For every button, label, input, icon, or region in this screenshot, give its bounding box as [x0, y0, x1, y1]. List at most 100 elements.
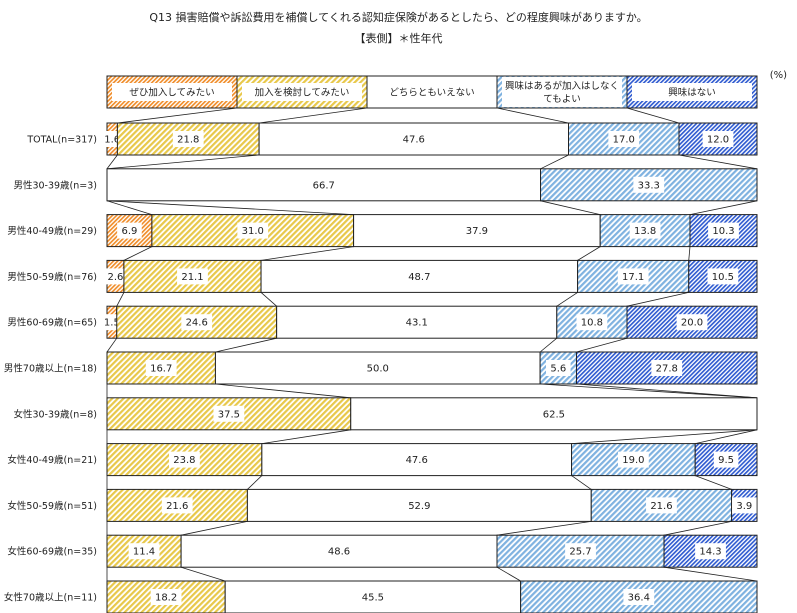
data-label: 31.0: [242, 226, 264, 237]
data-label-bg: [172, 131, 204, 147]
connector-line: [116, 292, 125, 307]
data-label: 17.1: [622, 272, 644, 283]
data-label-bg: [695, 543, 726, 560]
connector-line: [496, 107, 569, 124]
row-label: 男性60-69歳(n=65): [7, 317, 97, 329]
data-label-bg: [633, 176, 665, 193]
legend-label: ぜひ加入してみたい: [129, 88, 214, 99]
data-label-bg: [576, 314, 608, 331]
connector-line: [689, 200, 758, 215]
data-label: 48.7: [408, 272, 430, 283]
bar-segment: [180, 534, 498, 568]
data-label: 66.7: [313, 180, 335, 191]
connector-line: [688, 246, 691, 261]
data-label-bg: [103, 268, 128, 285]
connector-line: [626, 292, 689, 307]
data-label: 13.8: [634, 226, 656, 237]
data-label: 10.5: [712, 272, 734, 283]
data-label: 52.9: [408, 501, 430, 512]
legend-label-bg: [632, 83, 752, 101]
connector-line: [260, 246, 354, 261]
bar-segment: [353, 214, 601, 248]
data-label: 6.9: [121, 226, 137, 237]
row-label: 男性50-59歳(n=76): [7, 271, 97, 283]
connector-line: [247, 475, 263, 490]
data-label-bg: [702, 131, 734, 147]
data-label: 1.5: [104, 318, 120, 329]
data-label-bg: [707, 268, 739, 285]
row-label: 男性40-49歳(n=29): [7, 225, 97, 237]
data-label: 47.6: [406, 455, 428, 466]
data-label: 47.6: [403, 135, 425, 146]
bar-segment: [106, 351, 216, 385]
data-label: 20.0: [681, 318, 703, 329]
data-label: 37.9: [466, 226, 488, 237]
row-label: TOTAL(n=317): [26, 135, 97, 146]
data-label: 3.9: [736, 501, 752, 512]
data-label: 16.7: [150, 364, 172, 375]
data-label: 23.8: [173, 455, 195, 466]
data-label: 5.6: [550, 364, 566, 375]
data-label: 24.6: [186, 318, 208, 329]
legend-label: 興味はあるが加入はしなく: [505, 80, 619, 92]
data-label: 33.3: [638, 180, 660, 191]
connector-line: [576, 337, 628, 353]
connector-line: [539, 337, 558, 353]
connector-line: [261, 429, 351, 444]
connector-line: [556, 292, 578, 307]
row-label: 男性30-39歳(n=3): [13, 179, 97, 191]
connector-line: [663, 521, 732, 536]
connector-line: [571, 475, 592, 490]
data-label: 21.1: [181, 272, 203, 283]
data-label: 11.4: [133, 547, 155, 558]
connector-line: [496, 566, 521, 582]
data-label: 45.5: [362, 593, 384, 604]
legend-label: てもよい: [543, 94, 581, 105]
connector-line: [260, 292, 277, 307]
data-label: 50.0: [367, 364, 389, 375]
data-label-bg: [617, 451, 649, 468]
connector-line: [663, 566, 758, 582]
chart-subtitle: 【表側】＊性年代: [354, 32, 443, 45]
data-label-bg: [161, 497, 193, 514]
connector-lines: [106, 107, 758, 582]
data-label: 21.6: [166, 501, 188, 512]
data-label-bg: [623, 589, 655, 605]
data-label-bg: [150, 589, 182, 605]
data-label-bg: [608, 131, 640, 147]
bar-segment: [689, 214, 758, 248]
data-label-bg: [237, 222, 269, 239]
connector-line: [106, 200, 354, 215]
data-label: 36.4: [628, 593, 650, 604]
data-label-bg: [565, 543, 596, 560]
data-label-bg: [676, 314, 708, 331]
bar-segment: [350, 397, 758, 431]
connector-line: [181, 521, 248, 536]
data-label-bg: [646, 497, 677, 514]
row-label: 女性60-69歳(n=35): [7, 546, 97, 558]
data-label-bg: [128, 543, 160, 560]
data-label: 10.8: [581, 318, 603, 329]
data-label: 25.7: [569, 547, 591, 558]
connector-line: [106, 154, 260, 170]
legend-label-bg: [502, 77, 622, 107]
data-label: 1.6: [104, 135, 120, 146]
data-label: 43.1: [406, 318, 428, 329]
data-label: 21.6: [650, 501, 672, 512]
row-label: 女性70歳以上(n=11): [4, 592, 97, 604]
connector-line: [540, 154, 569, 170]
data-label-bg: [629, 222, 661, 239]
connector-line: [540, 383, 758, 399]
data-label: 19.0: [622, 455, 644, 466]
legend-label: どちらともいえない: [389, 88, 474, 99]
connector-line: [215, 337, 277, 353]
connector-line: [106, 200, 153, 215]
connector-line: [571, 429, 758, 444]
legend-label-bg: [112, 83, 232, 101]
connector-line: [695, 475, 732, 490]
data-label: 27.8: [656, 364, 678, 375]
data-label-bg: [732, 497, 757, 514]
data-label: 21.8: [177, 135, 199, 146]
connector-line: [106, 337, 118, 353]
